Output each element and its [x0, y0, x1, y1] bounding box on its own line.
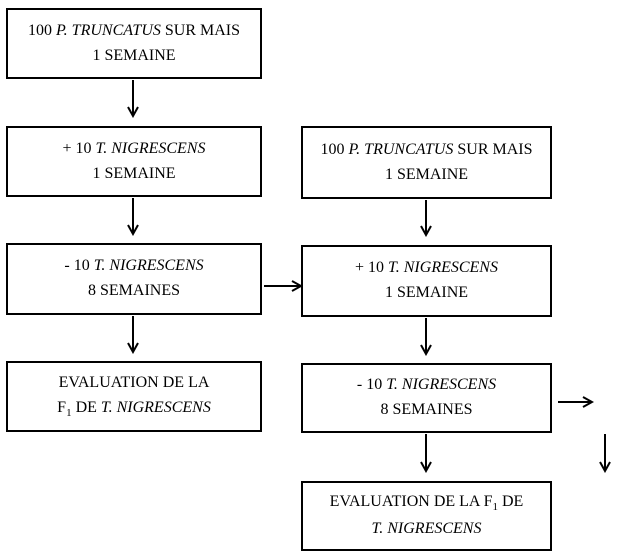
right-step1-box: 100 P. TRUNCATUS SUR MAIS 1 SEMAINE [301, 126, 552, 199]
right-step2-box: + 10 T. NIGRESCENS 1 SEMAINE [301, 245, 552, 317]
left-result-box: EVALUATION DE LA F1 DE T. NIGRESCENS [6, 361, 262, 432]
subscript: 1 [492, 501, 499, 514]
result-line1: EVALUATION DE LA F1 DE [330, 490, 524, 516]
left-step3-line1: - 10 T. NIGRESCENS [64, 254, 203, 279]
right-step2-line1: + 10 T. NIGRESCENS [355, 256, 498, 281]
left-step1-line1: 100 P. TRUNCATUS SUR MAIS [28, 19, 240, 44]
prefix: - 10 [356, 376, 383, 394]
duration: 1 SEMAINE [384, 165, 469, 183]
right-step1-line1: 100 P. TRUNCATUS SUR MAIS [320, 138, 532, 163]
duration: 1 SEMAINE [92, 46, 176, 64]
left-step1-box: 100 P. TRUNCATUS SUR MAIS 1 SEMAINE [6, 8, 262, 79]
left-step2-line1: + 10 T. NIGRESCENS [63, 137, 206, 162]
species: T. NIGRESCENS [388, 259, 498, 277]
subscript: 1 [66, 406, 72, 419]
duration: 1 SEMAINE [384, 284, 469, 301]
species: P. TRUNCATUS [55, 21, 161, 39]
count: 100 [320, 140, 345, 158]
prefix: + 10 [355, 259, 385, 277]
generation: F [483, 493, 493, 511]
generation: F [57, 398, 67, 416]
duration: 1 SEMAINE [92, 164, 176, 182]
prefix: + 10 [62, 139, 92, 157]
result-line2: F1 DE T. NIGRESCENS [57, 396, 211, 422]
middle: DE [75, 398, 97, 416]
species: T. NIGRESCENS [93, 257, 204, 275]
species: T. NIGRESCENS [95, 139, 206, 157]
species: P. TRUNCATUS [348, 140, 454, 158]
species: T. NIGRESCENS [371, 519, 482, 537]
species: T. NIGRESCENS [100, 398, 211, 416]
left-step2-box: + 10 T. NIGRESCENS 1 SEMAINE [6, 126, 262, 197]
species: T. NIGRESCENS [386, 376, 497, 394]
suffix: SUR MAIS [164, 21, 241, 39]
duration: 8 SEMAINES [380, 401, 473, 418]
suffix: SUR MAIS [457, 140, 533, 158]
right-result-box: EVALUATION DE LA F1 DE T. NIGRESCENS [301, 481, 552, 551]
duration: 8 SEMAINES [87, 282, 180, 299]
right-step3-line1: - 10 T. NIGRESCENS [357, 373, 496, 398]
line1: EVALUATION DE LA [329, 493, 480, 511]
prefix: - 10 [64, 257, 90, 275]
middle: DE [502, 493, 524, 511]
left-step3-box: - 10 T. NIGRESCENS 8 SEMAINES [6, 243, 262, 315]
right-step3-box: - 10 T. NIGRESCENS 8 SEMAINES [301, 363, 552, 433]
count: 100 [27, 21, 52, 39]
result-line1: EVALUATION DE LA [58, 373, 210, 391]
